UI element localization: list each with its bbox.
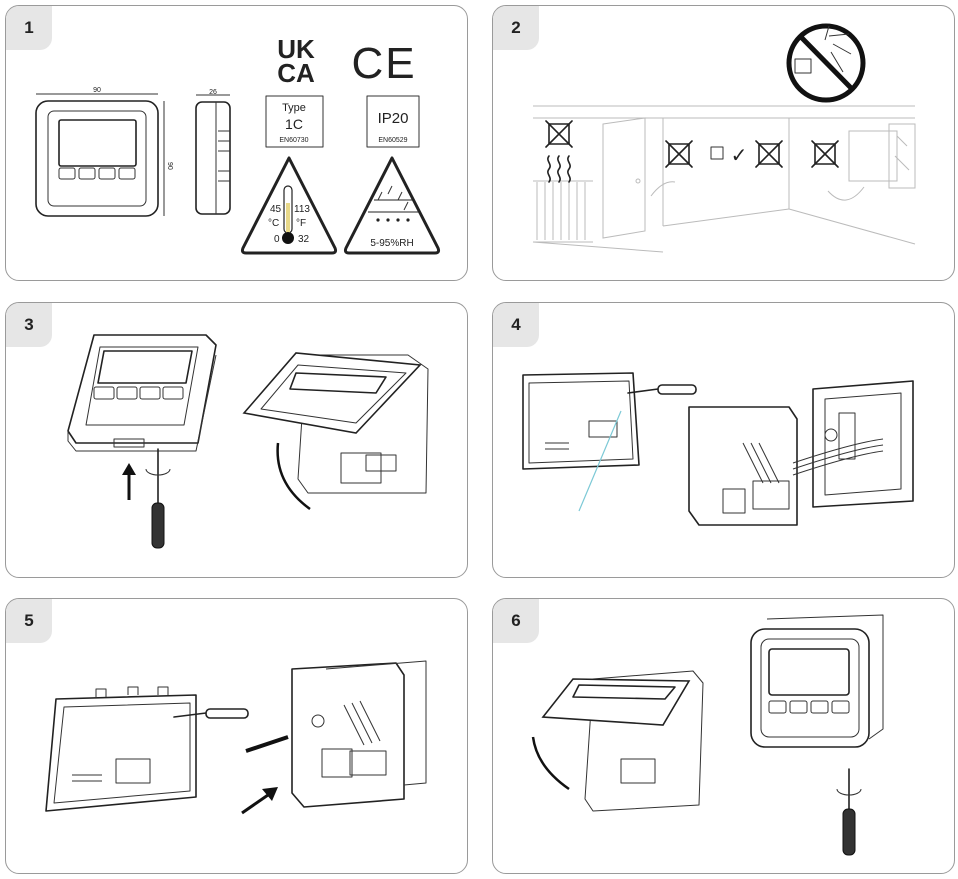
front-cover bbox=[45, 686, 197, 812]
ukca-mark-line1: UK bbox=[277, 34, 315, 64]
step-number: 5 bbox=[6, 599, 52, 643]
thermostat-opened bbox=[242, 352, 429, 511]
screwdriver-icon bbox=[173, 708, 249, 719]
no-sunlight-icon bbox=[786, 23, 866, 103]
type-label: Type bbox=[282, 102, 306, 114]
step-5-panel: 5 bbox=[5, 598, 468, 874]
pointer-line bbox=[578, 410, 622, 512]
dimension-height: 90 bbox=[166, 162, 173, 170]
screwdriver-icon bbox=[145, 448, 171, 549]
thermostat-front-view bbox=[35, 93, 165, 217]
step-3-panel: 3 bbox=[5, 302, 468, 578]
thermostat-installed bbox=[750, 614, 884, 748]
step-1-panel: 1 90 90 26 UK CA bbox=[5, 5, 468, 281]
step-3-illustration bbox=[67, 334, 429, 549]
ce-mark: CE bbox=[351, 39, 416, 88]
ukca-mark-line2: CA bbox=[277, 58, 315, 88]
step-number: 1 bbox=[6, 6, 52, 50]
back-plate-mounted bbox=[291, 660, 427, 808]
front-cover bbox=[522, 372, 640, 470]
ip-value: IP20 bbox=[378, 110, 409, 127]
temp-max-fahrenheit: 113 bbox=[294, 204, 310, 215]
dimension-depth: 26 bbox=[209, 89, 217, 96]
unit-celsius: °C bbox=[268, 218, 279, 229]
push-up-arrow-icon bbox=[122, 463, 136, 500]
temperature-range-icon bbox=[240, 156, 338, 255]
check-mark-icon: ✓ bbox=[731, 145, 748, 167]
temp-min-celsius: 0 bbox=[274, 234, 280, 245]
step-5-illustration bbox=[45, 660, 427, 815]
allowed-thermostat-icon bbox=[710, 146, 724, 160]
step-1-illustration: 90 90 26 UK CA CE Type 1C EN60730 IP20 E… bbox=[35, 34, 441, 255]
temp-min-fahrenheit: 32 bbox=[298, 234, 310, 245]
ip-box bbox=[366, 95, 420, 148]
ip-standard: EN60529 bbox=[378, 137, 407, 144]
step-6-panel: 6 bbox=[492, 598, 955, 874]
wall-box bbox=[792, 380, 914, 508]
insert-arrow-icon bbox=[241, 787, 278, 815]
room-outline bbox=[532, 105, 916, 253]
step-number: 4 bbox=[493, 303, 539, 347]
unit-fahrenheit: °F bbox=[296, 218, 306, 229]
dimension-width: 90 bbox=[93, 87, 101, 94]
step-2-illustration: ✓ bbox=[532, 23, 916, 253]
back-plate bbox=[688, 406, 798, 526]
screwdriver-icon bbox=[627, 384, 697, 395]
mounting-screw-icon bbox=[245, 735, 289, 753]
step-4-illustration bbox=[522, 372, 914, 526]
temp-max-celsius: 45 bbox=[270, 204, 282, 215]
type-box bbox=[265, 95, 324, 148]
type-standard: EN60730 bbox=[279, 137, 308, 144]
type-value: 1C bbox=[285, 116, 303, 132]
step-number: 6 bbox=[493, 599, 539, 643]
screwdriver-icon bbox=[836, 768, 862, 856]
step-4-panel: 4 bbox=[492, 302, 955, 578]
thermostat-side-view bbox=[195, 94, 231, 215]
humidity-range-icon bbox=[343, 156, 441, 255]
step-6-illustration bbox=[531, 614, 884, 856]
thermostat-perspective bbox=[67, 334, 217, 452]
step-2-panel: 2 bbox=[492, 5, 955, 281]
forbidden-location-icons bbox=[545, 120, 839, 168]
thermostat-closing bbox=[531, 670, 704, 812]
humidity-range: 5-95%RH bbox=[370, 238, 413, 249]
step-number: 3 bbox=[6, 303, 52, 347]
step-number: 2 bbox=[493, 6, 539, 50]
